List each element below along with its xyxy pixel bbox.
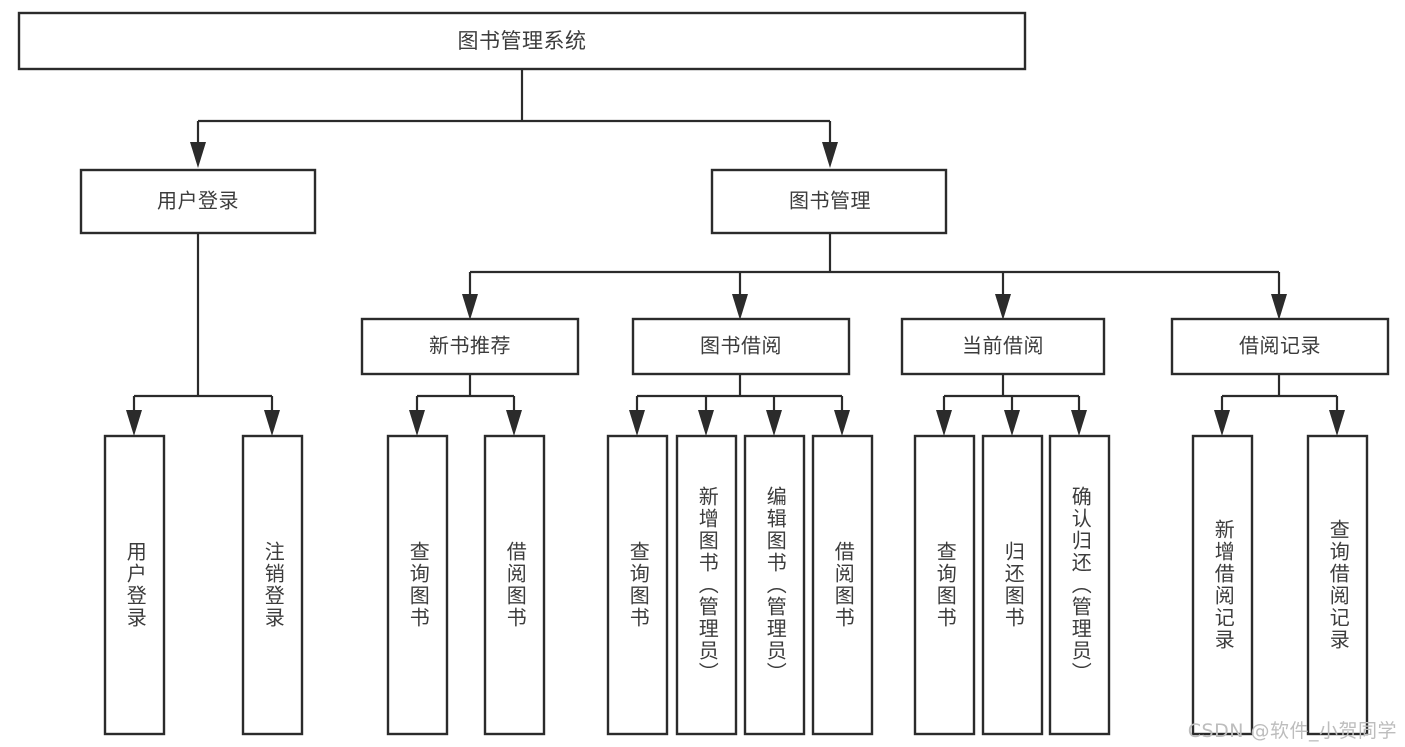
arrow-head-book-borrow xyxy=(732,294,748,320)
leaf-box-book-borrow-1[interactable] xyxy=(675,434,738,736)
leaf-box-borrow-record-0[interactable] xyxy=(1191,434,1254,736)
connector-group-book-manage xyxy=(462,234,1287,320)
node-label-new-book-recommend: 新书推荐 xyxy=(429,334,511,358)
arrow-head-borrow-record xyxy=(1271,294,1287,320)
node-box-book-management[interactable] xyxy=(710,168,948,235)
connector-group-borrow-record xyxy=(1214,373,1345,436)
node-box-current-borrow[interactable] xyxy=(900,317,1106,376)
connector-group-user-login xyxy=(126,234,280,436)
node-label-current-borrow: 当前借阅 xyxy=(962,334,1044,358)
leaf-box-current-borrow-1[interactable] xyxy=(981,434,1044,736)
arrow-head-user-login xyxy=(190,142,206,168)
connector-group-root xyxy=(190,69,838,168)
arrow-head-borrow-record-leaf-0 xyxy=(1214,410,1230,436)
arrow-head-book-borrow-leaf-1 xyxy=(698,410,714,436)
leaf-box-book-borrow-3[interactable] xyxy=(811,434,874,736)
node-root-book-management-system[interactable]: 图书管理系统 xyxy=(17,11,1027,71)
connector-group-book-borrow xyxy=(629,373,850,436)
node-box-book-borrow[interactable] xyxy=(631,317,851,376)
leaf-box-borrow-record-1[interactable] xyxy=(1306,434,1369,736)
arrow-head-borrow-record-leaf-1 xyxy=(1329,410,1345,436)
node-box-new-book-recommend[interactable] xyxy=(360,317,580,376)
arrow-head-book-borrow-leaf-0 xyxy=(629,410,645,436)
node-current-borrow[interactable]: 当前借阅 xyxy=(900,317,1106,376)
arrow-head-current-borrow-leaf-1 xyxy=(1004,410,1020,436)
leaf-box-user-login-0[interactable] xyxy=(103,434,166,736)
connector-group-current-borrow xyxy=(936,373,1087,436)
leaf-box-new-book-1[interactable] xyxy=(483,434,546,736)
leaf-box-current-borrow-2[interactable] xyxy=(1048,434,1111,736)
leaf-box-book-borrow-0[interactable] xyxy=(606,434,669,736)
arrow-head-current-borrow xyxy=(995,294,1011,320)
arrow-head-user-login-leaf-1 xyxy=(264,410,280,436)
connector-group-new-book xyxy=(409,373,522,436)
arrow-head-new-book xyxy=(462,294,478,320)
node-label-root: 图书管理系统 xyxy=(458,29,587,53)
node-label-book-management: 图书管理 xyxy=(789,189,871,213)
node-borrow-record[interactable]: 借阅记录 xyxy=(1170,317,1390,376)
csdn-watermark: CSDN @软件_小贺同学 xyxy=(1187,720,1397,742)
arrow-head-new-book-leaf-0 xyxy=(409,410,425,436)
node-new-book-recommend[interactable]: 新书推荐 xyxy=(360,317,580,376)
node-box-root[interactable] xyxy=(17,11,1027,71)
arrow-head-new-book-leaf-1 xyxy=(506,410,522,436)
node-label-borrow-record: 借阅记录 xyxy=(1239,334,1321,358)
node-book-management[interactable]: 图书管理 xyxy=(710,168,948,235)
arrow-head-current-borrow-leaf-2 xyxy=(1071,410,1087,436)
node-user-login[interactable]: 用户登录 xyxy=(79,168,317,235)
arrow-head-book-borrow-leaf-3 xyxy=(834,410,850,436)
node-box-user-login[interactable] xyxy=(79,168,317,235)
node-label-book-borrow: 图书借阅 xyxy=(700,334,782,358)
leaf-box-user-login-1[interactable] xyxy=(241,434,304,736)
leaf-box-book-borrow-2[interactable] xyxy=(743,434,806,736)
arrow-head-book-manage xyxy=(822,142,838,168)
arrow-head-current-borrow-leaf-0 xyxy=(936,410,952,436)
node-book-borrow[interactable]: 图书借阅 xyxy=(631,317,851,376)
node-box-borrow-record[interactable] xyxy=(1170,317,1390,376)
node-label-user-login: 用户登录 xyxy=(157,189,239,213)
leaf-box-current-borrow-0[interactable] xyxy=(913,434,976,736)
leaf-box-new-book-0[interactable] xyxy=(386,434,449,736)
arrow-head-book-borrow-leaf-2 xyxy=(766,410,782,436)
arrow-head-user-login-leaf-0 xyxy=(126,410,142,436)
